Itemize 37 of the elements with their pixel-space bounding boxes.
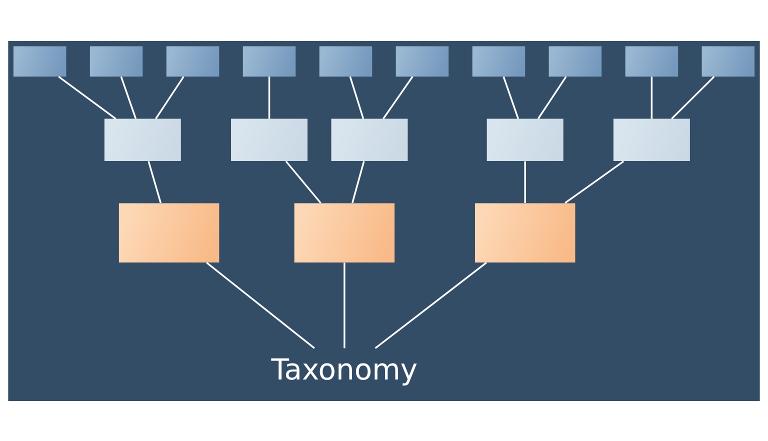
node-box: [104, 118, 181, 160]
connector: [671, 76, 715, 119]
node-box: [294, 202, 395, 262]
connector: [268, 76, 270, 118]
connector: [349, 76, 364, 119]
connector: [155, 76, 184, 119]
node-box: [242, 46, 296, 76]
node-box: [231, 118, 308, 160]
node-box: [613, 118, 690, 160]
node-box: [702, 46, 755, 76]
node-box: [548, 46, 602, 76]
node-box: [396, 46, 449, 76]
connector: [524, 160, 526, 202]
connector: [382, 76, 414, 119]
node-box: [319, 46, 372, 76]
connector: [537, 76, 567, 119]
connector: [564, 160, 624, 204]
node-box: [486, 118, 564, 160]
node-box: [90, 46, 143, 76]
node-box: [331, 118, 408, 160]
connector: [650, 76, 653, 118]
connector: [374, 262, 487, 348]
node-box: [475, 202, 576, 262]
connector: [352, 160, 365, 203]
connector: [120, 76, 137, 119]
connector: [285, 160, 322, 204]
node-box: [166, 46, 220, 76]
connector: [344, 262, 346, 348]
connector: [502, 76, 520, 119]
node-box: [13, 46, 66, 76]
node-text: Taxonomy: [271, 352, 418, 386]
connector: [206, 262, 315, 348]
connector: [58, 75, 116, 119]
connector: [148, 160, 162, 203]
node-box: [472, 46, 526, 76]
node-box: [118, 202, 220, 262]
node-box: [625, 46, 678, 76]
